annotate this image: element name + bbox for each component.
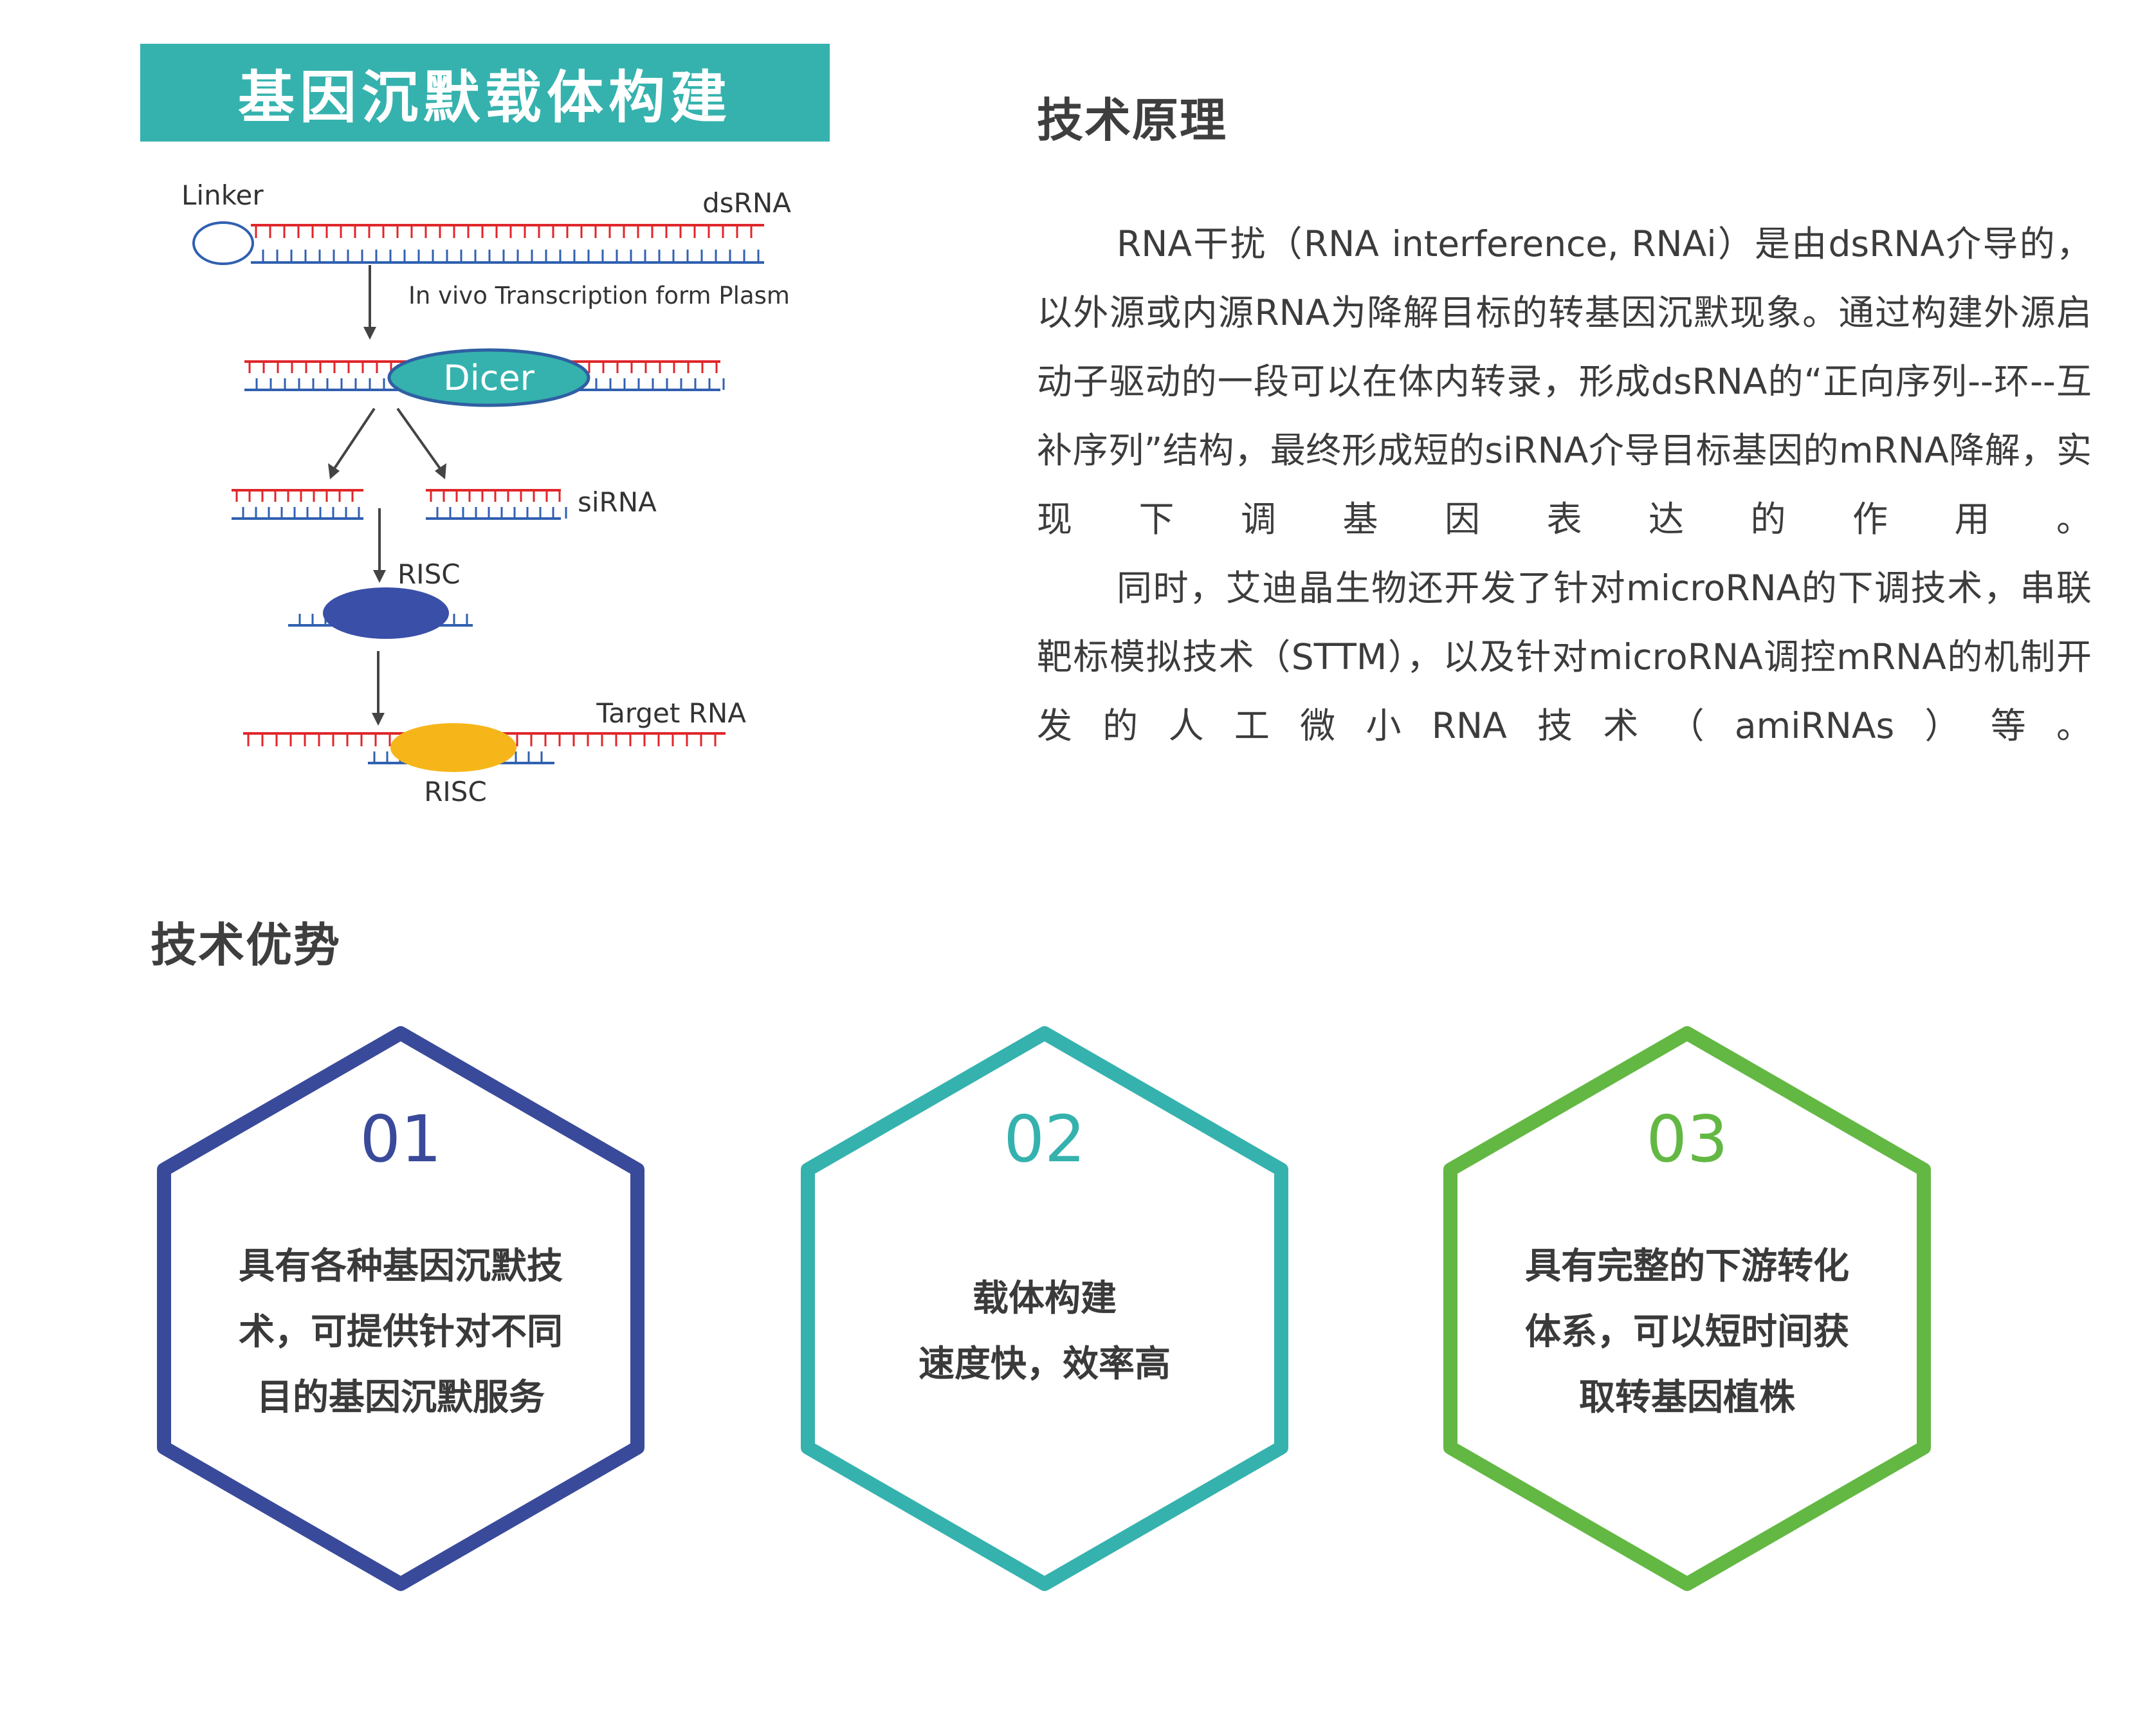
rnai-mechanism-diagram: Linker dsRNA In vivo Transcription form … — [181, 179, 791, 807]
banner-title: 基因沉默载体构建 — [237, 64, 732, 131]
risc-label-1: RISC — [397, 558, 461, 590]
dicer-label: Dicer — [443, 358, 534, 398]
advantage-1-line-3: 目的基因沉默服务 — [257, 1377, 545, 1419]
advantage-text-3: 具有完整的下游转化 体系，可以短时间获 取转基因植株 — [1481, 1234, 1893, 1431]
advantage-text-2: 载体构建 速度快，效率高 — [839, 1266, 1250, 1397]
linker-loop — [192, 221, 254, 265]
transcription-label: In vivo Transcription form Plasmid — [408, 282, 791, 309]
hexagon-outline-3 — [1443, 1026, 1931, 1591]
arrow-split-right — [396, 407, 441, 470]
hexagon-outline-1 — [157, 1026, 644, 1591]
arrow-split-left — [333, 407, 376, 470]
hexagon-outline-2 — [801, 1026, 1288, 1591]
hexagon-frame-1 — [157, 1026, 644, 1591]
risc-ellipse — [323, 587, 449, 639]
advantage-number-2: 02 — [1003, 1101, 1086, 1177]
advantage-3-line-2: 体系，可以短时间获 — [1525, 1311, 1849, 1353]
sirna-label: siRNA — [578, 486, 657, 518]
linker-label: Linker — [181, 179, 264, 211]
target-risc-ellipse — [390, 723, 516, 772]
advantage-text-1: 具有各种基因沉默技 术，可提供针对不同 目的基因沉默服务 — [195, 1234, 607, 1431]
advantage-2-line-2: 速度快，效率高 — [918, 1343, 1171, 1385]
hexagon-frame-3 — [1443, 1026, 1931, 1591]
dsrna-label: dsRNA — [702, 187, 791, 219]
advantage-2-line-1: 载体构建 — [973, 1278, 1117, 1320]
arrow-head-split-left — [328, 463, 340, 479]
arrow-head-split-right — [435, 463, 446, 479]
advantage-3-line-3: 取转基因植株 — [1579, 1377, 1795, 1419]
advantage-1-line-2: 术，可提供针对不同 — [239, 1311, 563, 1353]
advantage-number-1: 01 — [360, 1101, 442, 1177]
arrow-head-3 — [372, 713, 385, 726]
arrow-head-2 — [373, 570, 386, 583]
advantage-3-line-1: 具有完整的下游转化 — [1525, 1246, 1849, 1287]
hexagon-frame-2 — [801, 1026, 1288, 1591]
advantage-number-3: 03 — [1646, 1101, 1728, 1177]
principle-heading: 技术原理 — [1037, 93, 1228, 147]
dicer-ellipse — [387, 348, 590, 407]
risc-label-2: RISC — [424, 776, 487, 807]
title-banner: 基因沉默载体构建 — [140, 44, 830, 142]
advantages-heading: 技术优势 — [151, 918, 342, 972]
principle-paragraph-2: 同时，艾迪晶生物还开发了针对microRNA的下调技术，串联靶标模拟技术（STT… — [1037, 567, 2092, 746]
principle-paragraph-1: RNA干扰（RNA interference, RNAi）是由dsRNA介导的，… — [1037, 223, 2092, 540]
target-rna-label: Target RNA — [596, 697, 746, 729]
arrow-head-1 — [363, 327, 376, 340]
advantage-1-line-1: 具有各种基因沉默技 — [239, 1246, 563, 1287]
